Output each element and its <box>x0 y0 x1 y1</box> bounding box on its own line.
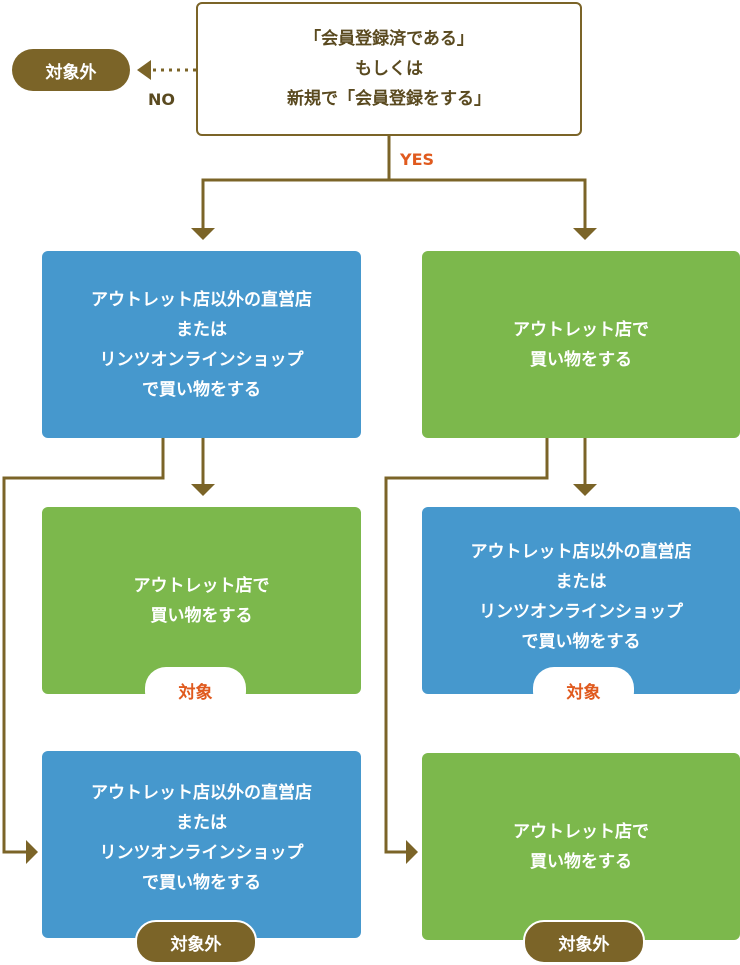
not-eligible-badge-right: 対象外 <box>523 920 645 964</box>
left-top-line-3: リンツオンラインショップ <box>99 349 304 370</box>
right-top-line-2: 買い物をする <box>530 349 632 370</box>
right-mid-line-2: または <box>555 571 607 592</box>
left-bottom-box: アウトレット店以外の直営店 または リンツオンラインショップ で買い物をする <box>42 751 361 938</box>
yes-connector-right <box>389 178 587 230</box>
left-mid-box: アウトレット店で 買い物をする <box>42 507 361 694</box>
arrowhead-right-bot <box>406 840 418 864</box>
arrowhead-no <box>137 60 151 80</box>
left-top-line-1: アウトレット店以外の直営店 <box>91 289 312 310</box>
start-line-3: 新規で「会員登録をする」 <box>287 89 491 109</box>
left-top-box: アウトレット店以外の直営店 または リンツオンラインショップ で買い物をする <box>42 251 361 438</box>
not-eligible-badge-top: 対象外 <box>12 49 130 91</box>
right-top-line-1: アウトレット店で <box>513 319 649 340</box>
left-top-line-4: で買い物をする <box>142 379 261 400</box>
right-mid-line-3: リンツオンラインショップ <box>479 601 683 622</box>
right-mid-line-4: で買い物をする <box>521 631 641 652</box>
yes-connector <box>201 136 391 230</box>
left-bot-line-2: または <box>176 812 227 833</box>
start-condition-box: 「会員登録済である」 もしくは 新規で「会員登録をする」 <box>196 2 582 136</box>
left-mid-line-2: 買い物をする <box>150 605 253 626</box>
left-bot-line-3: リンツオンラインショップ <box>99 842 304 863</box>
right-top-box: アウトレット店で 買い物をする <box>422 251 740 438</box>
right-mid-box: アウトレット店以外の直営店 または リンツオンラインショップ で買い物をする <box>422 507 740 694</box>
right-bottom-box: アウトレット店で 買い物をする <box>422 753 740 940</box>
not-eligible-badge-left: 対象外 <box>135 920 257 964</box>
right-mid-line-1: アウトレット店以外の直営店 <box>470 541 692 562</box>
eligible-badge-right: 対象 <box>533 667 634 713</box>
left-top-line-2: または <box>176 319 227 340</box>
right-bypass-connector <box>384 438 549 854</box>
start-line-1: 「会員登録済である」 <box>304 29 474 49</box>
arrowhead-right-mid <box>573 484 597 496</box>
yes-label: YES <box>400 150 435 169</box>
arrowhead-left-mid <box>191 484 215 496</box>
start-line-2: もしくは <box>355 59 423 79</box>
left-bot-line-4: で買い物をする <box>142 872 261 893</box>
left-mid-line-1: アウトレット店で <box>133 575 270 596</box>
left-bot-line-1: アウトレット店以外の直営店 <box>91 782 312 803</box>
arrowhead-left-top <box>191 228 215 240</box>
left-bypass-connector <box>2 438 165 854</box>
arrowhead-left-bot <box>26 840 38 864</box>
right-bot-line-2: 買い物をする <box>530 851 632 872</box>
no-label: NO <box>148 90 175 109</box>
eligible-badge-left: 対象 <box>145 667 246 713</box>
arrowhead-right-top <box>573 228 597 240</box>
right-bot-line-1: アウトレット店で <box>513 821 649 842</box>
